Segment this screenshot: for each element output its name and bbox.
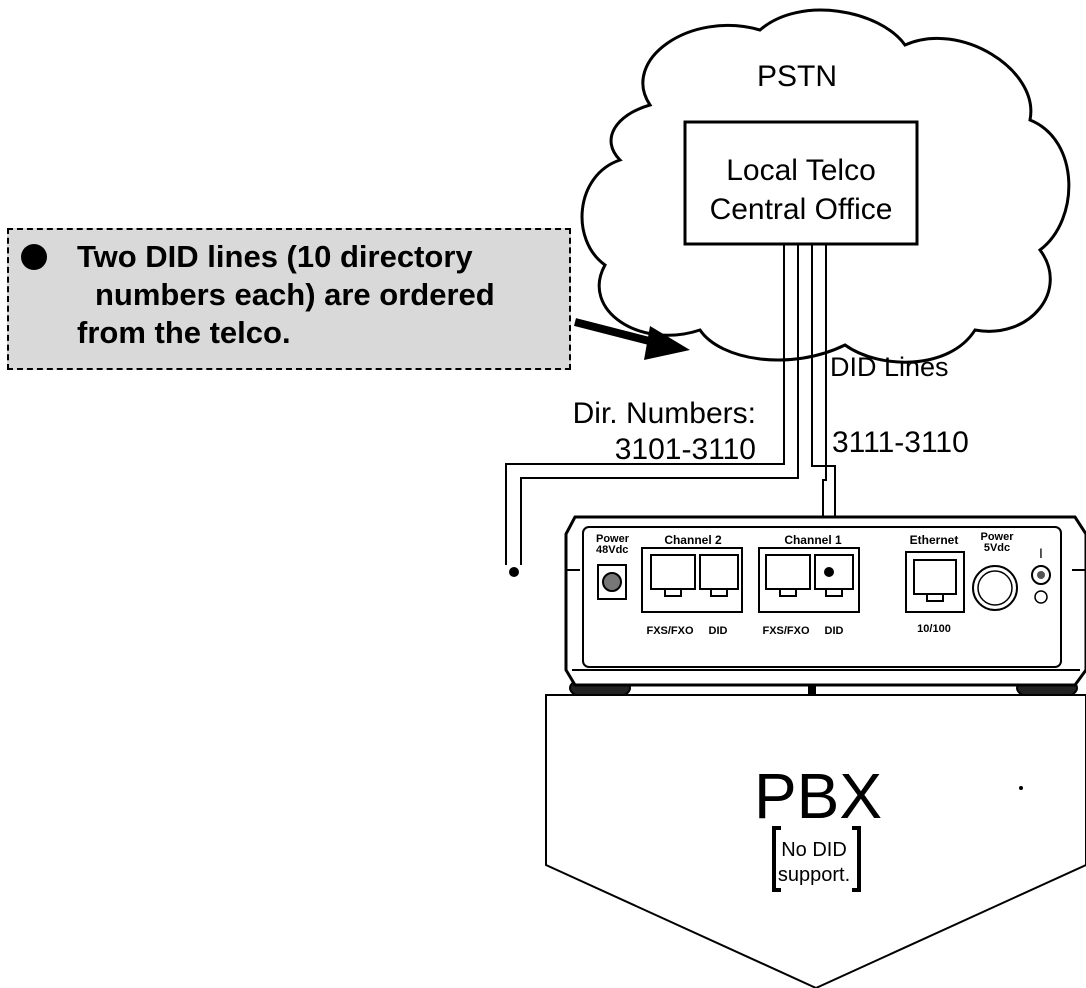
pbx-label: PBX	[754, 760, 882, 832]
channel1-did-label: DID	[825, 625, 844, 637]
pbx-note-brackets	[772, 826, 861, 892]
power5-label-line2: 5Vdc	[984, 542, 1010, 554]
channel2-fxs-fxo-label: FXS/FXO	[646, 625, 694, 637]
power48-label-line2: 48Vdc	[596, 544, 628, 556]
pbx-note-line1: No DID	[781, 839, 847, 861]
pbx-shape	[545, 694, 1086, 988]
dir-numbers-label: Dir. Numbers:	[573, 397, 756, 430]
pstn-label: PSTN	[757, 60, 837, 93]
did-adapter-device	[509, 515, 1086, 704]
central-office-line2: Central Office	[710, 193, 893, 226]
range-channel1: 3111-3110	[832, 426, 969, 459]
central-office-line1: Local Telco	[726, 154, 876, 187]
did-lines-label: DID Lines	[830, 352, 949, 382]
switch-mark: I	[1039, 545, 1043, 561]
channel2-did-label: DID	[709, 625, 728, 637]
ethernet-label: Ethernet	[910, 533, 959, 547]
pbx-note-line2: support.	[778, 864, 850, 886]
callout-arrow	[574, 318, 690, 360]
central-office-box	[683, 120, 919, 246]
ethernet-speed-label: 10/100	[917, 623, 951, 635]
callout-line3: from the telco.	[77, 315, 291, 350]
bullet-icon	[21, 244, 47, 270]
callout-line2: numbers each) are ordered	[95, 277, 495, 312]
channel1-fxs-fxo-label: FXS/FXO	[762, 625, 810, 637]
stray-dot	[1019, 786, 1023, 790]
power48-label-line1: Power	[596, 533, 630, 545]
power5-label-line1: Power	[980, 531, 1014, 543]
channel1-label: Channel 1	[784, 533, 842, 547]
range-channel2: 3101-3110	[615, 433, 756, 466]
callout-text: Two DID lines (10 directory numbers each…	[77, 238, 567, 352]
callout-line1: Two DID lines (10 directory	[77, 239, 473, 274]
channel2-label: Channel 2	[664, 533, 722, 547]
did-line-channel2	[505, 244, 799, 565]
callout-box: Two DID lines (10 directory numbers each…	[7, 228, 571, 370]
